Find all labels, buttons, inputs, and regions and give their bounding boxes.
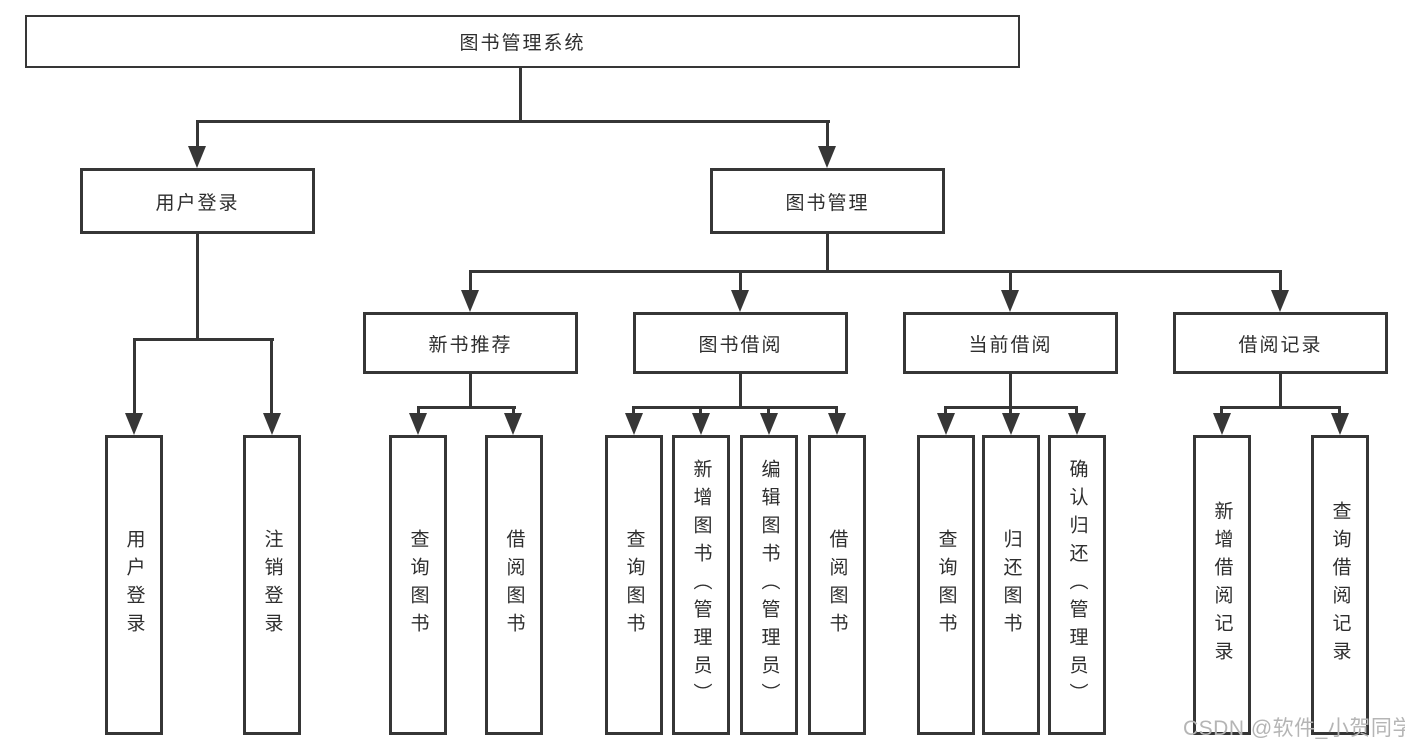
leaf-confirm-return-admin: 确认归还（管理员） [1048,435,1106,735]
leaf-borrow-books: 借阅图书 [808,435,866,735]
connector-stem [944,406,947,416]
node-borrowing-records: 借阅记录 [1173,312,1388,374]
node-current-borrowing: 当前借阅 [903,312,1118,374]
connector-stem [196,120,199,148]
leaf-search-books-current: 查询图书 [917,435,975,735]
connector-stem [469,270,472,294]
node-user-login: 用户登录 [80,168,315,234]
connector-stem [196,234,199,338]
node-book-borrowing: 图书借阅 [633,312,848,374]
connector-stem [512,406,515,416]
arrow-down-icon [731,290,749,312]
arrow-down-icon [188,146,206,168]
connector-stem [417,406,420,416]
leaf-return-books: 归还图书 [982,435,1040,735]
connector-stem [826,234,829,270]
connector-bar [1221,406,1341,409]
connector-root-stem [519,68,522,120]
connector-stem [739,270,742,294]
arrow-down-icon [828,413,846,435]
leaf-user-login: 用户登录 [105,435,163,735]
connector-stem [1338,406,1341,416]
leaf-search-books-borrow: 查询图书 [605,435,663,735]
node-new-book-recommendation: 新书推荐 [363,312,578,374]
leaf-borrow-books-recommend: 借阅图书 [485,435,543,735]
connector-stem [739,374,742,406]
arrow-down-icon [125,413,143,435]
arrow-down-icon [263,413,281,435]
connector-stem [767,406,770,416]
arrow-down-icon [1331,413,1349,435]
arrow-down-icon [504,413,522,435]
connector-stem [1009,406,1012,416]
arrow-down-icon [937,413,955,435]
connector-stem [632,406,635,416]
leaf-add-borrow-record: 新增借阅记录 [1193,435,1251,735]
connector-root-bar [196,120,830,123]
node-root: 图书管理系统 [25,15,1020,68]
connector-stem [1279,270,1282,294]
leaf-search-books-recommend: 查询图书 [389,435,447,735]
arrow-down-icon [1271,290,1289,312]
connector-bar [133,338,274,341]
arrow-down-icon [818,146,836,168]
arrow-down-icon [1002,413,1020,435]
arrow-down-icon [1068,413,1086,435]
arrow-down-icon [625,413,643,435]
connector-stem [1075,406,1078,416]
connector-bar [417,406,516,409]
connector-stem [469,374,472,406]
connector-stem [1279,374,1282,406]
connector-stem [1009,270,1012,294]
connector-stem [699,406,702,416]
arrow-down-icon [1213,413,1231,435]
leaf-logout: 注销登录 [243,435,301,735]
arrow-down-icon [692,413,710,435]
connector-stem [835,406,838,416]
connector-stem [133,338,136,416]
connector-stem [1220,406,1223,416]
arrow-down-icon [1001,290,1019,312]
leaf-edit-books-admin: 编辑图书（管理员） [740,435,798,735]
arrow-down-icon [760,413,778,435]
leaf-search-borrow-record: 查询借阅记录 [1311,435,1369,735]
arrow-down-icon [461,290,479,312]
connector-stem [1009,374,1012,406]
arrow-down-icon [409,413,427,435]
connector-bar [469,270,1282,273]
leaf-add-books-admin: 新增图书（管理员） [672,435,730,735]
node-book-management: 图书管理 [710,168,945,234]
connector-stem [826,120,829,148]
connector-bar [633,406,838,409]
connector-stem [270,338,273,416]
csdn-watermark: CSDN @软件_小贺同学 [1183,717,1405,740]
